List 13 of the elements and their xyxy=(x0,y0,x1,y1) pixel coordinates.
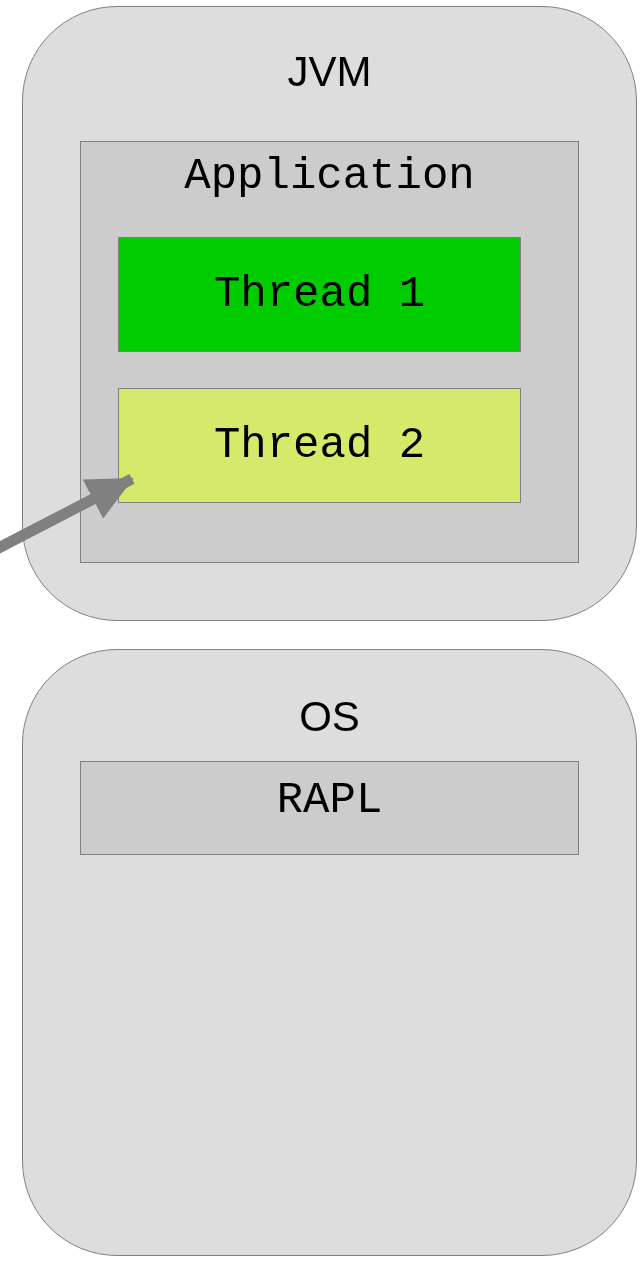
arrow xyxy=(0,473,135,555)
box-label: Thread 1 xyxy=(213,270,426,319)
box xyxy=(80,761,579,855)
box-label: Application xyxy=(184,152,475,201)
rounded-panel xyxy=(22,649,637,1256)
box xyxy=(80,141,579,563)
box-label: OS xyxy=(299,694,360,741)
thread-box xyxy=(118,388,521,503)
box-label: Thread 2 xyxy=(213,421,426,470)
box-label: RAPL xyxy=(276,776,383,825)
thread-box xyxy=(118,237,521,352)
box-label: JVM xyxy=(287,49,372,96)
rounded-panel xyxy=(22,6,637,621)
